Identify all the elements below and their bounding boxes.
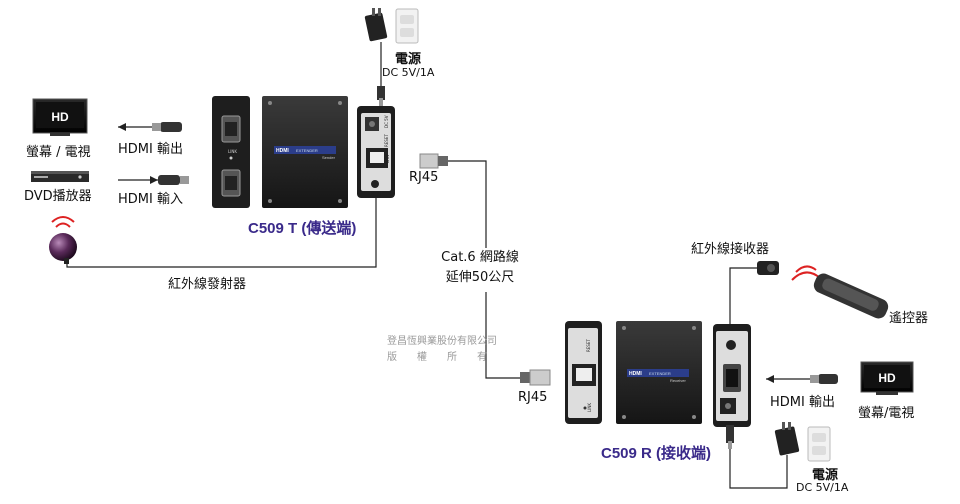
- tx-main-box: HDMI EXTENDER Sender: [262, 96, 348, 208]
- arrow-right-icon: [150, 176, 158, 184]
- tx-rj45-label: RJ45: [409, 170, 439, 185]
- svg-text:LINK: LINK: [228, 149, 237, 154]
- hdmi-plug-icon: [158, 175, 189, 185]
- tx-left-panel: LINK: [212, 96, 250, 208]
- hdmi-plug-icon: [810, 374, 838, 384]
- ir-emitter-label: 紅外線發射器: [168, 277, 247, 292]
- dc-plug-icon: [377, 86, 385, 106]
- watermark-line1: 登昌恆興業股份有限公司: [387, 336, 497, 347]
- tv-icon: [860, 361, 914, 395]
- rx-hdmi-out-label: HDMI 輸出: [770, 395, 835, 410]
- rx-tv-badge: HD: [878, 371, 896, 385]
- tx-tv-label: 螢幕 / 電視: [26, 145, 91, 160]
- svg-text:LAN: LAN: [385, 155, 390, 163]
- ir-receiver-cable: [729, 267, 757, 333]
- tx-right-panel: DC 5V RESET LAN IR OUT: [357, 106, 395, 198]
- svg-text:DC 5V: DC 5V: [384, 115, 389, 128]
- tx-power-label: 電源: [395, 52, 422, 67]
- rx-power-label: 電源: [812, 468, 839, 483]
- svg-text:RESET: RESET: [586, 339, 591, 352]
- tx-hdmi-in-label: HDMI 輸入: [118, 192, 183, 207]
- dvd-player-icon: [31, 171, 89, 182]
- remote-control-icon: [791, 265, 889, 319]
- rj45-plug-icon: [419, 153, 448, 169]
- power-adapter-icon: [364, 8, 388, 42]
- svg-text:IR OUT: IR OUT: [369, 191, 383, 196]
- rx-power-spec: DC 5V/1A: [796, 481, 849, 494]
- ir-receiver-label: 紅外線接收器: [691, 242, 770, 257]
- ir-receiver-icon: [757, 261, 779, 275]
- rx-title: C509 R (接收端): [601, 445, 712, 462]
- cable-caption: Cat.6 網路線 延伸50公尺: [425, 248, 535, 292]
- tx-tv-badge: HD: [51, 110, 69, 124]
- rx-rj45-label: RJ45: [518, 390, 548, 405]
- power-adapter-icon: [774, 422, 800, 456]
- svg-text:RESET: RESET: [384, 134, 389, 147]
- svg-text:LINK: LINK: [587, 403, 592, 412]
- cable-line2: 延伸50公尺: [445, 270, 515, 285]
- rx-device-sub: EXTENDER: [649, 371, 671, 376]
- power-outlet-icon: [807, 426, 831, 462]
- dvd-player-label: DVD播放器: [24, 189, 92, 204]
- dc-plug-icon: [726, 425, 734, 449]
- rx-power-cable: [729, 412, 788, 489]
- rj45-plug-icon: [520, 369, 551, 386]
- rx-device-brand: HDMI: [629, 371, 642, 377]
- tx-device-sub: EXTENDER: [296, 148, 318, 153]
- watermark-line2: 版 權 所 有: [387, 352, 487, 363]
- arrow-left-icon: [766, 375, 774, 383]
- hdmi-plug-icon: [152, 122, 182, 132]
- tx-title: C509 T (傳送端): [248, 220, 357, 237]
- connection-lines: [66, 42, 818, 489]
- rx-main-box: HDMI EXTENDER Receiver: [616, 321, 702, 424]
- ir-emitter-cable: [66, 196, 377, 268]
- arrow-left-icon: [118, 123, 126, 131]
- rx-tv-label: 螢幕/電視: [858, 406, 915, 421]
- rx-right-panel: [713, 324, 751, 427]
- rx-device-role: Receiver: [670, 378, 686, 383]
- tx-power-spec: DC 5V/1A: [382, 66, 435, 79]
- tv-icon: [32, 98, 88, 136]
- power-outlet-icon: [395, 8, 419, 44]
- ir-emitter-icon: [49, 216, 77, 264]
- tx-device-brand: HDMI: [276, 148, 289, 154]
- cable-line1: Cat.6 網路線: [441, 250, 519, 265]
- remote-label: 遙控器: [889, 311, 929, 326]
- tx-hdmi-out-label: HDMI 輸出: [118, 142, 183, 157]
- tx-device-role: Sender: [322, 155, 336, 160]
- rx-left-panel: RESET LINK: [565, 321, 602, 424]
